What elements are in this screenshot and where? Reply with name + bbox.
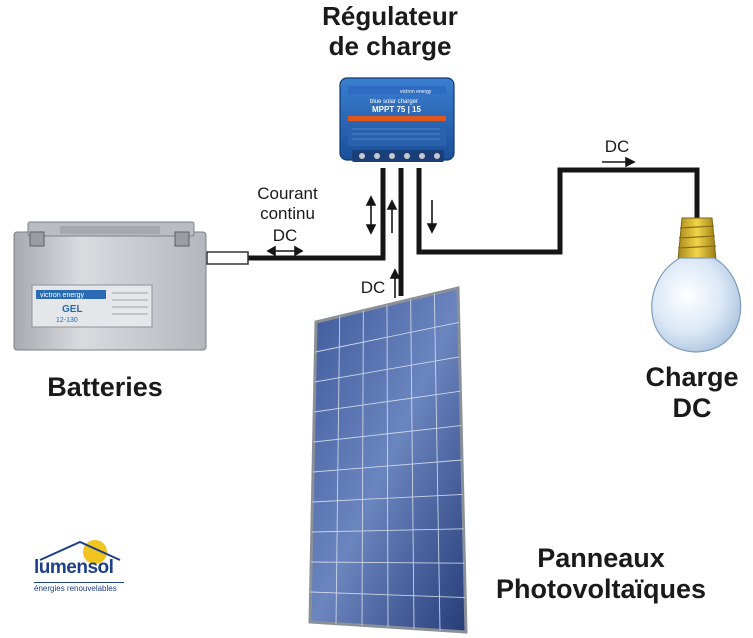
arrow-head-panel-up (386, 199, 398, 210)
panel-grid-line (310, 591, 466, 599)
fuse-holder (206, 251, 249, 265)
panels-title: Panneaux Photovoltaïques (495, 543, 706, 605)
panel-grid-line (312, 459, 463, 473)
battery-terminal-right (174, 231, 190, 247)
battery-terminal-left (29, 231, 45, 247)
panel-grid-line (311, 561, 465, 564)
battery-spec: 12-130 (56, 317, 78, 324)
arrow-head-panel-dc (389, 268, 401, 279)
regulator-orange-band (348, 116, 446, 121)
arrows (266, 156, 636, 298)
charge-regulator-illustration: victron energy blue solar charger MPPT 7… (339, 77, 455, 162)
panel-dc-label: DC (360, 278, 386, 297)
arrow-head-down (365, 224, 377, 235)
battery-current-label: Courant continu (257, 184, 318, 223)
panel-grid-line (312, 493, 463, 503)
arrow-head-right (294, 245, 304, 257)
regulator-brand: victron energy (400, 89, 432, 95)
arrow-head-load-down (426, 223, 438, 234)
regulator-title: Régulateur de charge (322, 1, 458, 61)
regulator-line: blue solar charger (370, 99, 418, 105)
panel-grid-line (311, 528, 464, 533)
panel-grid-line (313, 425, 462, 443)
panel-grid-line (314, 390, 461, 413)
panel-grid-line (315, 321, 459, 353)
arrow-head-left (266, 245, 276, 257)
lumensol-tagline: énergies renouvelables (34, 582, 124, 593)
lumensol-wordmark: lumensol (34, 557, 114, 578)
load-title: Charge DC (645, 362, 739, 424)
battery-dc-label: DC (272, 226, 298, 245)
lumensol-logo (39, 540, 121, 564)
light-bulb-illustration (651, 217, 742, 353)
wire-regulator-battery (248, 168, 386, 261)
battery-brand: victron energy (40, 292, 84, 299)
arrow-head-load-dc (625, 156, 636, 168)
panel-grid-line (314, 356, 460, 383)
load-dc-label: DC (604, 137, 630, 156)
wire-regulator-load (416, 167, 700, 255)
batteries-title: Batteries (47, 372, 163, 402)
solar-panel-illustration (308, 286, 468, 634)
regulator-model: MPPT 75 | 15 (372, 105, 421, 114)
battery-illustration: victron energy GEL 12-130 (13, 221, 207, 351)
battery-type: GEL (62, 304, 83, 315)
arrow-head-up (365, 195, 377, 206)
